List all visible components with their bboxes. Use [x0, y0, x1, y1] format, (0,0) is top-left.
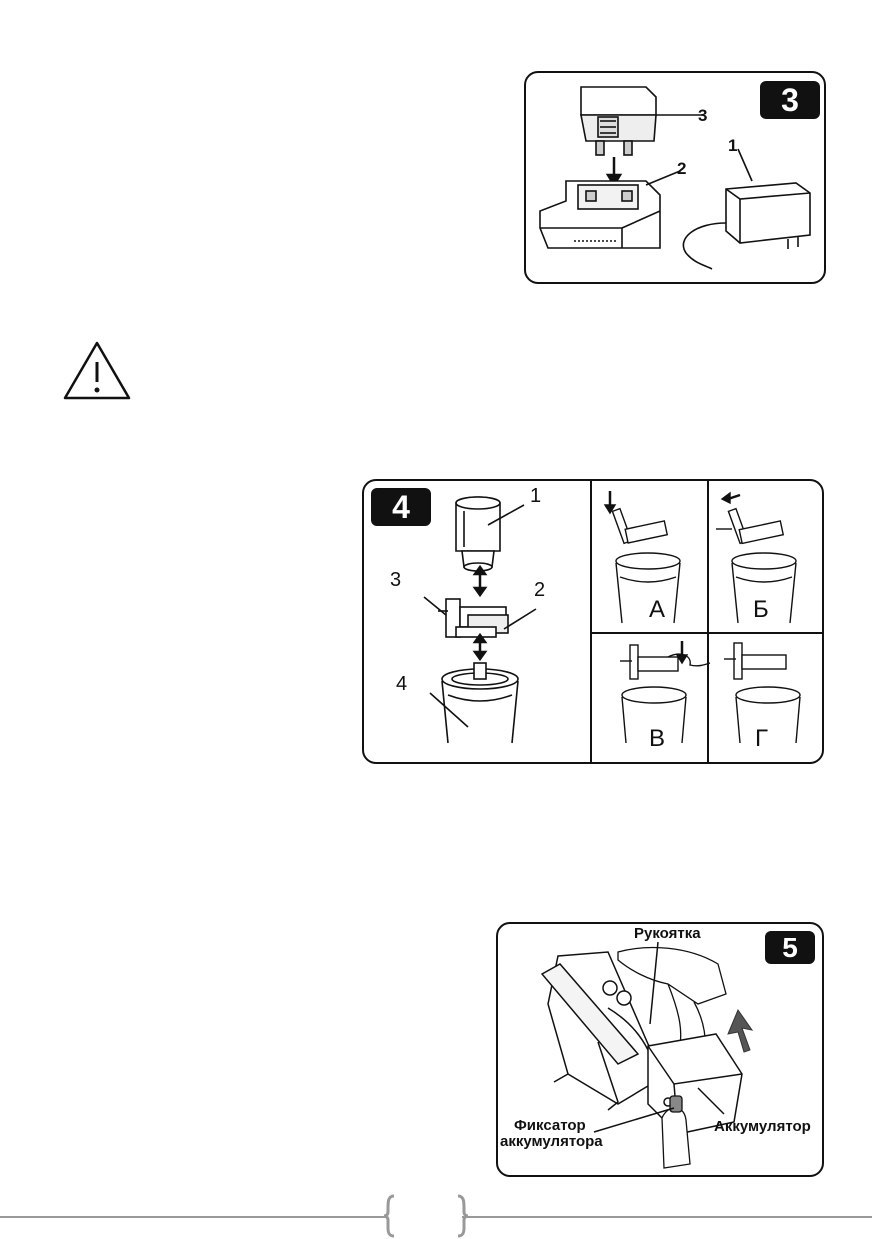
page-number-bracket	[384, 1194, 468, 1238]
panel-v-drawing	[620, 641, 711, 744]
battery-label: Аккумулятор	[714, 1118, 811, 1135]
panel-label-b: Б	[753, 596, 769, 623]
callout-1: 1	[530, 485, 542, 507]
adapter-block-drawing	[438, 598, 509, 638]
panel-divider-horizontal	[590, 632, 822, 634]
finger-drawing	[661, 1095, 691, 1169]
panel-a-drawing	[603, 491, 681, 624]
warning-triangle-icon	[63, 341, 131, 400]
figure-3-illustration	[539, 86, 811, 270]
callout-1: 1	[728, 136, 738, 155]
figure-4-frame: 4	[362, 479, 824, 764]
figure-3-badge: 3	[760, 81, 820, 119]
sprayer-tank-drawing	[441, 662, 519, 744]
callout-4: 4	[396, 673, 408, 695]
footer-rule-left	[0, 1216, 388, 1218]
panel-label-g: Г	[755, 725, 768, 752]
panel-g-drawing	[724, 642, 801, 744]
battery-latch-label-line2: аккумулятора	[500, 1133, 603, 1150]
callout-3: 3	[390, 569, 402, 591]
push-up-arrow	[727, 1008, 754, 1053]
filter-cartridge-drawing	[455, 496, 501, 572]
battery-latch-label-line1: Фиксатор	[514, 1117, 586, 1134]
sprayer-body-drawing	[540, 951, 670, 1111]
insert-arrow	[605, 157, 623, 188]
panel-divider-vertical-2	[707, 481, 709, 762]
figure-4-illustration	[423, 491, 801, 744]
panel-label-a: А	[649, 596, 666, 623]
charger-base-drawing	[539, 180, 661, 249]
panel-divider-vertical-1	[590, 481, 592, 762]
figure-5-frame: 5 Руко	[496, 922, 824, 1177]
figure-5-illustration	[540, 941, 754, 1169]
callout-2: 2	[534, 579, 546, 601]
panel-label-v: В	[649, 725, 666, 752]
battery-pack-drawing	[580, 86, 657, 156]
callout-3: 3	[698, 106, 708, 125]
hand-drawing	[617, 946, 727, 1065]
power-adapter-drawing	[682, 182, 811, 270]
figure-4-badge: 4	[371, 488, 431, 526]
figure-5-badge: 5	[765, 931, 815, 964]
footer-rule-right	[462, 1216, 872, 1218]
figure-3-frame: 3	[524, 71, 826, 284]
handle-label: Рукоятка	[634, 925, 701, 942]
callout-2: 2	[677, 159, 687, 178]
panel-b-drawing	[716, 491, 797, 624]
